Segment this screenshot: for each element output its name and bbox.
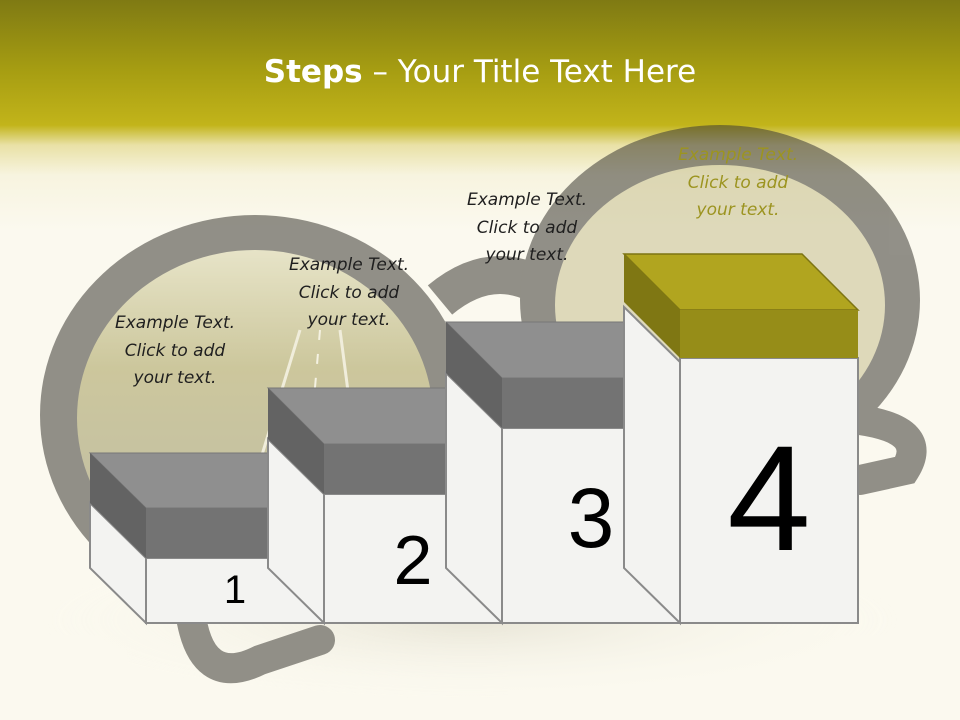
caption-line: Example Text. xyxy=(75,310,275,338)
caption-line: your text. xyxy=(249,307,449,335)
step-number-3: 3 xyxy=(502,470,680,566)
caption-line: Example Text. xyxy=(638,142,838,170)
title-rest: – Your Title Text Here xyxy=(372,54,696,90)
caption-line: Example Text. xyxy=(427,187,627,215)
title-bold: Steps xyxy=(264,54,363,90)
step-number-4: 4 xyxy=(680,413,858,583)
step-number-1: 1 xyxy=(146,566,324,614)
step-2-caption[interactable]: Example Text. Click to add your text. xyxy=(249,252,449,335)
step-number-2: 2 xyxy=(324,520,502,600)
caption-line: your text. xyxy=(75,365,275,393)
caption-line: Click to add xyxy=(638,170,838,198)
caption-line: Click to add xyxy=(249,280,449,308)
caption-line: Click to add xyxy=(427,215,627,243)
caption-line: Click to add xyxy=(75,338,275,366)
caption-line: your text. xyxy=(638,197,838,225)
page-title: Steps – Your Title Text Here xyxy=(0,54,960,90)
step-1-caption[interactable]: Example Text. Click to add your text. xyxy=(75,310,275,393)
caption-line: Example Text. xyxy=(249,252,449,280)
step-4-caption[interactable]: Example Text. Click to add your text. xyxy=(638,142,838,225)
step-3-caption[interactable]: Example Text. Click to add your text. xyxy=(427,187,627,270)
caption-line: your text. xyxy=(427,242,627,270)
